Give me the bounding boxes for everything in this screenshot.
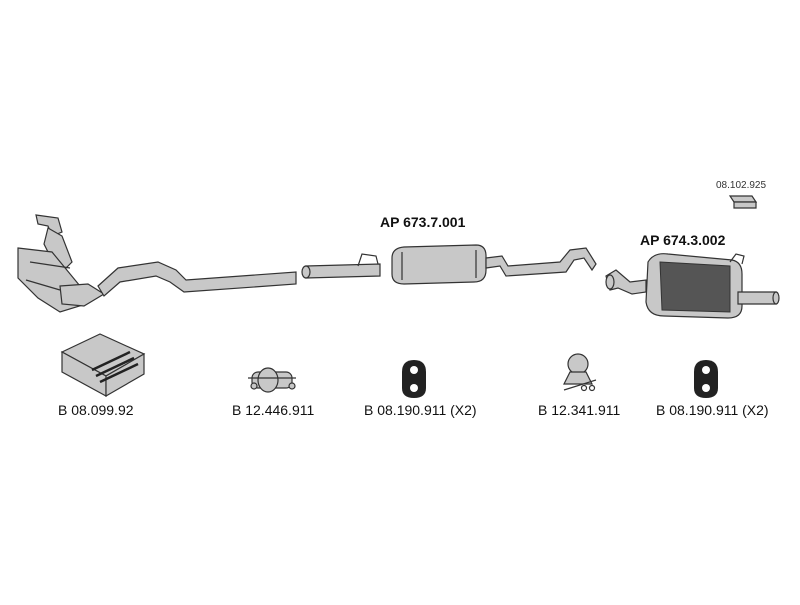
clamp-icon[interactable]: [248, 367, 296, 393]
rear-silencer[interactable]: [605, 253, 780, 319]
rubber-hanger-icon[interactable]: [402, 360, 426, 398]
middle-silencer[interactable]: [301, 244, 597, 285]
kit-label-5: B 08.190.911 (X2): [656, 402, 769, 418]
rubber-hanger-icon[interactable]: [694, 360, 718, 398]
clamp-bolt-icon[interactable]: [563, 353, 597, 392]
kit-label-4: B 12.341.911: [538, 402, 621, 418]
small-bracket-part[interactable]: [728, 195, 758, 209]
middle-silencer-label: AP 673.7.001: [380, 214, 466, 230]
rear-silencer-label: AP 674.3.002: [640, 232, 726, 248]
small-part-label: 08.102.925: [716, 180, 767, 191]
kit-label-3: B 08.190.911 (X2): [364, 402, 477, 418]
kit-label-2: B 12.446.911: [232, 402, 315, 418]
front-pipe-with-catalyst[interactable]: [17, 214, 297, 313]
mounting-kit-box-icon[interactable]: [60, 333, 146, 398]
kit-label-1: B 08.099.92: [58, 402, 134, 418]
